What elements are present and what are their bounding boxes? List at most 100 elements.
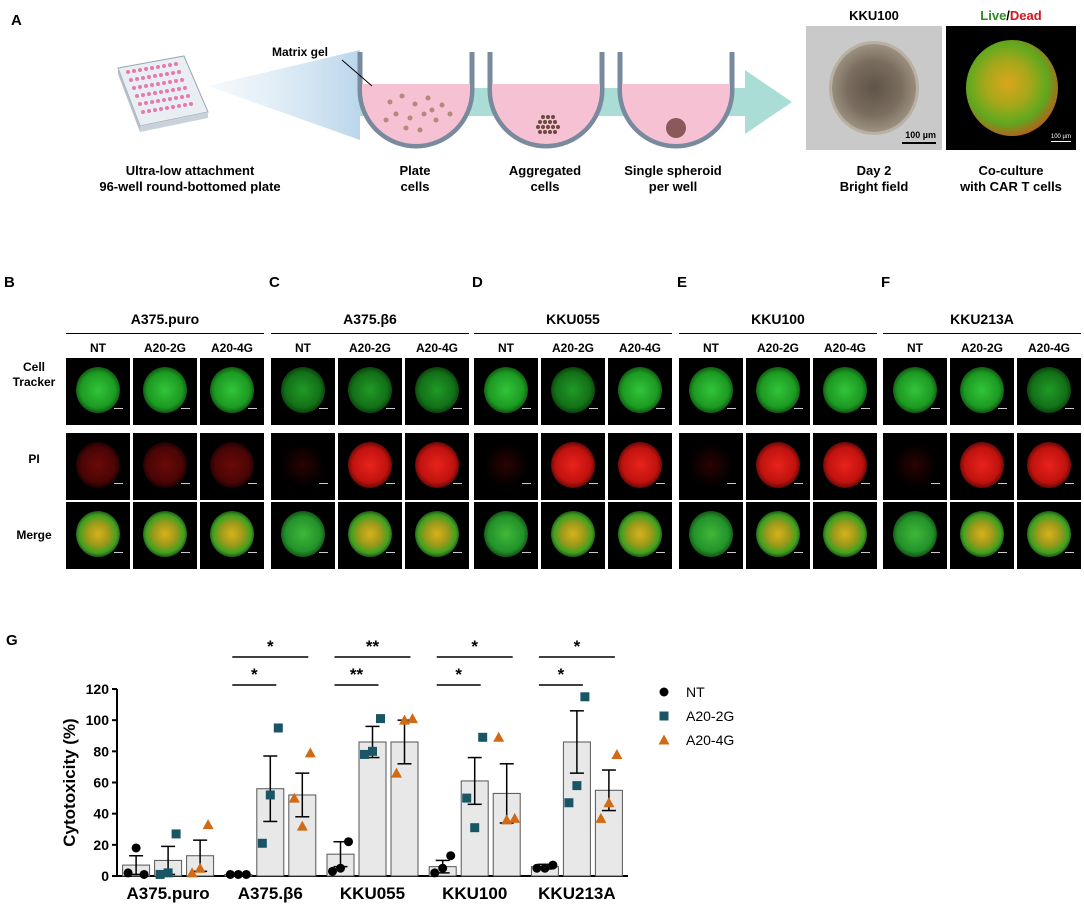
scale-bar <box>727 483 736 488</box>
scale-bar <box>931 552 940 557</box>
micrograph-tile <box>746 502 810 569</box>
micrograph-tile <box>950 502 1014 569</box>
data-point <box>265 790 275 800</box>
group-title: KKU213A <box>950 311 1014 327</box>
data-point <box>564 798 574 808</box>
x-tick-label: KKU100 <box>442 884 507 903</box>
pi-row-label: PI <box>28 452 40 466</box>
data-point <box>509 812 521 823</box>
micrograph-tile <box>271 358 335 425</box>
panel-letter-a: A <box>11 12 22 29</box>
matrix-gel-label: Matrix gel <box>272 45 329 59</box>
scale-bar <box>727 408 736 413</box>
legend-marker <box>659 687 669 697</box>
scale-bar <box>1065 483 1074 488</box>
panel-letter-e: E <box>677 274 688 291</box>
micrograph-tile <box>679 433 743 500</box>
micrograph-tile <box>405 502 469 569</box>
brightfield-scale-text: 100 µm <box>905 130 936 140</box>
data-point <box>470 823 480 833</box>
panel-letter-f: F <box>881 274 891 291</box>
x-tick-label: A375.β6 <box>238 884 303 903</box>
step-single-spheroid-caption: Single spheroid per well <box>624 163 722 194</box>
data-point <box>288 792 300 803</box>
micrograph-tile <box>271 502 335 569</box>
column-label: A20-2G <box>756 341 800 355</box>
scale-bar <box>453 552 462 557</box>
data-point <box>304 747 316 758</box>
scale-bar <box>1065 552 1074 557</box>
scale-bar <box>319 552 328 557</box>
micrograph-tile <box>541 502 605 569</box>
data-point <box>611 748 623 759</box>
column-label: A20-2G <box>551 341 595 355</box>
micrograph-tile <box>950 358 1014 425</box>
column-label: A20-4G <box>823 341 867 355</box>
micrograph-tile <box>133 502 197 569</box>
significance-label: * <box>574 637 581 656</box>
scale-bar <box>453 408 462 413</box>
micrograph-tile <box>1017 358 1081 425</box>
scale-bar <box>794 552 803 557</box>
micrograph-tile <box>746 358 810 425</box>
data-point <box>478 732 488 742</box>
x-tick-label: KKU055 <box>340 884 405 903</box>
micrograph-tile <box>883 433 947 500</box>
group-title-rule <box>883 333 1081 334</box>
micrograph-tile <box>608 358 672 425</box>
data-point <box>139 869 149 879</box>
group-title-rule <box>679 333 877 334</box>
plate-caption: Ultra-low attachment 96-well round-botto… <box>99 163 281 194</box>
micrograph-tile <box>271 433 335 500</box>
scale-bar <box>589 408 598 413</box>
spheroid-schematic <box>117 50 792 149</box>
column-label: NT <box>907 341 923 355</box>
group-title: A375.β6 <box>343 311 397 327</box>
data-point <box>202 819 214 830</box>
scale-bar <box>522 408 531 413</box>
well-aggregated-cells <box>487 52 605 149</box>
scale-bar <box>319 483 328 488</box>
scale-bar <box>1065 408 1074 413</box>
significance-label: * <box>267 637 274 656</box>
data-point <box>368 746 377 756</box>
data-point <box>595 812 607 823</box>
merge-row-label: Merge <box>16 528 52 542</box>
data-point <box>273 723 283 733</box>
data-point <box>446 851 456 861</box>
significance-label: ** <box>366 637 380 656</box>
micrograph-tile <box>950 433 1014 500</box>
step-aggregated-caption: Aggregated cells <box>508 163 582 194</box>
livedead-title: Live/Dead <box>980 8 1042 23</box>
data-point <box>336 863 345 873</box>
scale-bar <box>794 408 803 413</box>
livedead-scale-text: 100 µm <box>1050 134 1071 140</box>
group-title-rule <box>474 333 672 334</box>
x-tick-label: KKU213A <box>538 884 615 903</box>
micrograph-tile <box>133 433 197 500</box>
micrograph-tile <box>66 502 130 569</box>
significance-label: * <box>471 637 478 656</box>
zoom-beam <box>208 50 360 140</box>
data-point <box>532 863 542 873</box>
scale-bar <box>248 408 257 413</box>
data-point <box>399 714 410 725</box>
step-plate-cells-caption: Plate cells <box>399 163 431 194</box>
livedead-image: 100 µm <box>946 26 1076 150</box>
scale-bar <box>248 483 257 488</box>
data-point <box>580 692 590 702</box>
column-label: NT <box>90 341 106 355</box>
scale-bar <box>522 483 531 488</box>
column-label: A20-2G <box>348 341 392 355</box>
legend-marker <box>658 734 670 745</box>
brightfield-image: 100 µm <box>806 26 942 150</box>
scale-bar <box>589 483 598 488</box>
column-label: A20-4G <box>415 341 459 355</box>
column-label: A20-2G <box>960 341 1004 355</box>
data-point <box>131 843 141 853</box>
data-point <box>360 749 369 759</box>
scale-bar <box>998 483 1007 488</box>
data-point <box>257 838 267 848</box>
scale-bar <box>248 552 257 557</box>
